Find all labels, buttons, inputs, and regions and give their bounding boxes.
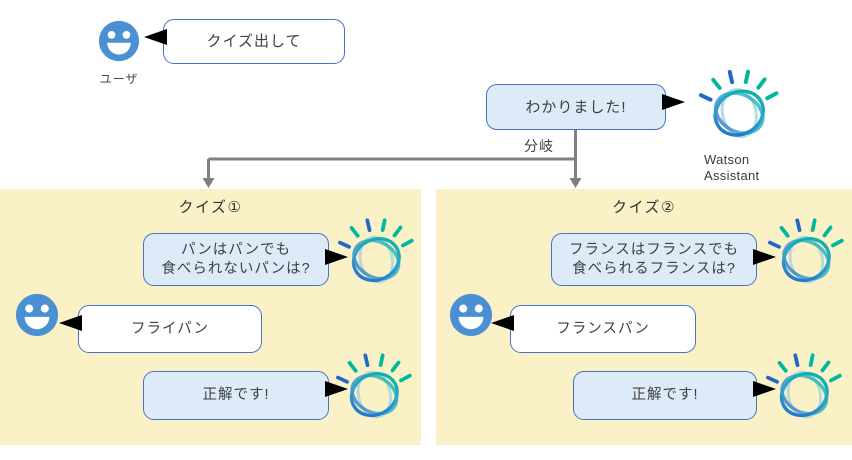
watson-assistant-icon [766,353,842,423]
user-figure-top: ユーザ [98,20,140,87]
smiley-face-icon [98,20,140,62]
bubble-tail-left [144,29,167,45]
watson-assistant-icon [336,353,412,423]
smiley-face-icon [15,293,59,337]
watson-assistant-label: Watson Assistant [704,152,760,183]
watson-assistant-icon [338,218,414,288]
user-label: ユーザ [99,72,139,86]
watson-assistant-figure: Watson Assistant [697,62,785,184]
smiley-face-icon [449,293,493,337]
quiz2-title: クイズ② [612,199,676,216]
quiz2-answer-bubble: フランスパン [491,305,696,353]
bubble-tail-left [59,315,82,331]
branch-label: 分岐 [524,138,554,154]
quiz1-result-bubble: 正解です! [143,371,348,420]
bubble-tail-left [491,315,514,331]
user-message-bubble: クイズ出して [144,19,345,64]
quiz1-panel: クイズ① パンはパンでも 食べられないパンは? フライパン 正解です! [0,189,421,445]
bubble-tail-right [662,94,685,110]
quiz2-question-bubble: フランスはフランスでも 食べられるフランスは? [551,233,776,286]
quiz1-title: クイズ① [178,199,243,216]
watson-assistant-icon [698,69,779,146]
quiz2-panel: クイズ② フランスはフランスでも 食べられるフランスは? フランスパン 正解です… [436,189,852,445]
assistant-message-text: わかりました! [525,98,627,116]
watson-assistant-icon [768,218,844,288]
assistant-message-bubble: わかりました! [486,84,685,130]
user-message-text: クイズ出して [206,33,302,50]
quiz1-question-bubble: パンはパンでも 食べられないパンは? [143,233,348,286]
quiz1-answer-bubble: フライパン [59,305,262,353]
quiz2-result-bubble: 正解です! [573,371,776,420]
